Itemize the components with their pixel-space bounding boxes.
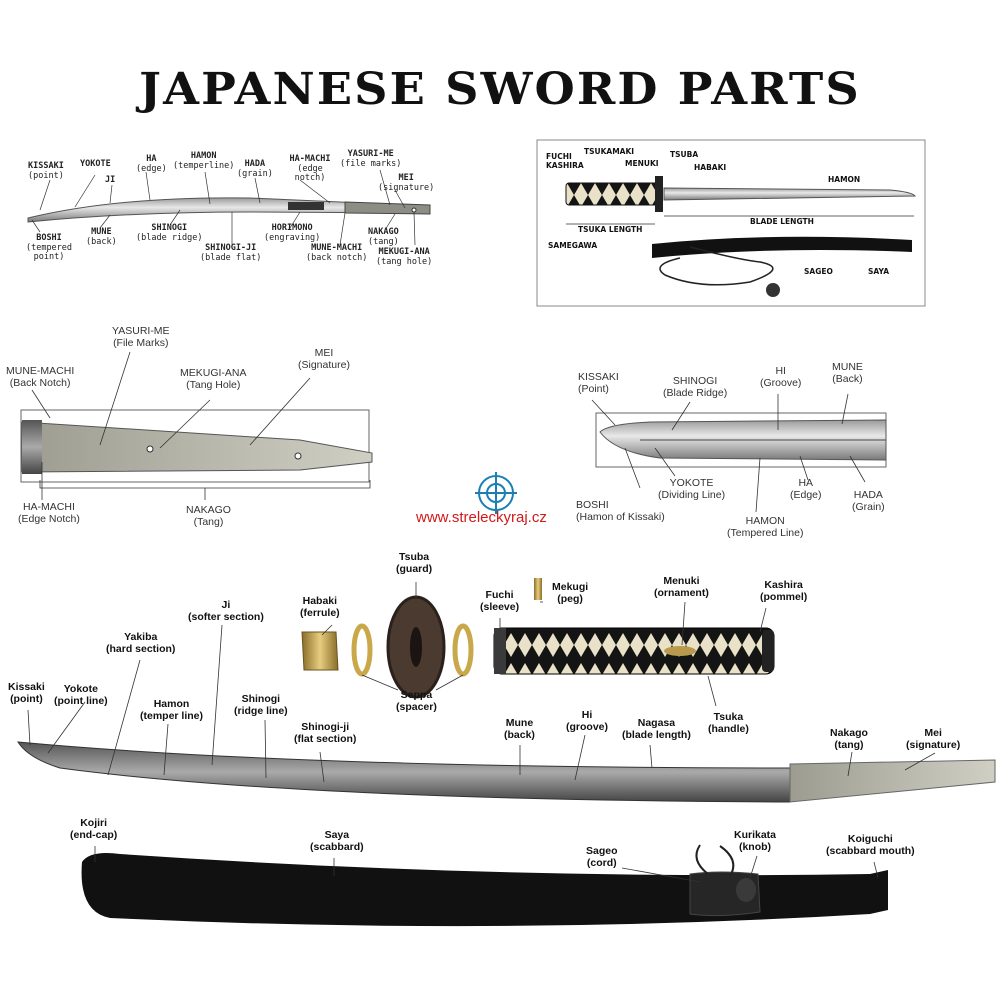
label-ml-ha-machi: HA-MACHI(Edge Notch) [18,501,80,525]
top-right-panel-frame [536,139,926,307]
label-blade-length: BLADE LENGTH [750,217,814,226]
label-b-kurikata: Kurikata(knob) [734,829,777,853]
label-menuki: MENUKI [625,159,659,168]
label-b-shinogi: Shinogi(ridge line) [234,693,288,717]
label-b-saya: Saya(scabbard) [310,829,364,853]
label-tsuba: TSUBA [670,150,699,159]
label-b-kissaki: Kissaki(point) [8,681,45,705]
label-b-ji: Ji(softer section) [188,599,264,623]
label-mei: MEI(signature) [378,173,435,193]
label-mr-mune: MUNE(Back) [832,361,863,385]
middle-left-tang [20,351,373,500]
label-tsuka-length: TSUKA LENGTH [578,225,643,234]
label-nakago: NAKAGO(tang) [368,227,399,247]
label-mune-machi: MUNE-MACHI(back notch) [306,243,368,263]
label-b-nakago: Nakago(tang) [830,727,868,751]
label-hada: HADA(grain) [237,159,273,179]
label-horimono: HORIMONO(engraving) [264,223,321,243]
label-b-shinogi-ji: Shinogi-ji(flat section) [294,721,357,745]
label-b-nagasa: Nagasa(blade length) [622,717,691,741]
label-mr-shinogi: SHINOGI(Blade Ridge) [663,375,728,399]
label-b-mune: Mune(back) [504,717,535,741]
label-b-habaki: Habaki(ferrule) [300,595,340,619]
label-b-yokote: Yokote(point line) [54,683,108,707]
scabbard [81,844,889,927]
label-b-hamon: Hamon(temper line) [140,698,204,722]
label-samegawa: SAMEGAWA [548,241,598,250]
label-saya-tr: SAYA [868,267,890,276]
label-b-seppa: Seppa(spacer) [396,689,437,713]
label-mr-hada: HADA(Grain) [852,489,885,513]
label-fuchi: FUCHI [546,152,572,161]
label-boshi: BOSHI(tempered point) [25,233,73,263]
label-shinogi-ji: SHINOGI-JI(blade flat) [200,243,262,263]
label-mr-kissaki: KISSAKI(Point) [578,371,619,395]
watermark-url: www.streleckyraj.cz [416,509,547,526]
label-b-tsuka: Tsuka(handle) [708,711,749,735]
label-b-hi: Hi(groove) [566,709,608,733]
fittings [301,578,775,707]
label-b-kashira: Kashira(pommel) [760,579,808,603]
label-b-kojiri: Kojiri(end-cap) [70,817,118,841]
label-hamon: HAMON(temperline) [173,151,235,171]
label-b-tsuba: Tsuba(guard) [396,551,433,575]
label-kissaki: KISSAKI(point) [28,161,64,181]
page-title: JAPANESE SWORD PARTS [139,64,861,115]
label-yasuri-me: YASURI-ME(file marks) [340,149,402,169]
label-ha: HA(edge) [136,154,167,174]
label-ml-mune-machi: MUNE-MACHI(Back Notch) [6,365,75,389]
label-b-sageo: Sageo(cord) [586,845,618,869]
label-shinogi: SHINOGI(blade ridge) [136,223,203,243]
middle-right-tip [591,393,887,513]
label-b-koiguchi: Koiguchi(scabbard mouth) [826,833,915,857]
label-mekugi-ana: MEKUGI-ANA(tang hole) [376,247,433,267]
label-ml-mekugi-ana: MEKUGI-ANA(Tang Hole) [180,367,247,391]
label-ji: JI [105,175,116,185]
label-b-mei: Mei(signature) [906,727,961,751]
label-mr-hamon: HAMON(Tempered Line) [727,515,804,539]
top-left-blade [27,169,431,246]
watermark-target-logo [475,472,517,514]
label-habaki: HABAKI [694,163,727,172]
label-hamon-tr: HAMON [828,175,861,184]
label-b-yakiba: Yakiba(hard section) [106,631,176,655]
label-b-menuki: Menuki(ornament) [654,575,709,599]
label-yokote: YOKOTE [80,159,111,169]
label-tsukamaki: TSUKAMAKI [584,147,635,156]
label-ha-machi: HA-MACHI(edge notch) [289,154,331,184]
label-mr-boshi: BOSHI(Hamon of Kissaki) [576,499,665,523]
label-kashira: KASHIRA [546,161,584,170]
label-mr-yokote: YOKOTE(Dividing Line) [658,477,726,501]
label-mr-ha: HA(Edge) [790,477,822,501]
label-ml-yasuri-me: YASURI-ME(File Marks) [112,325,170,349]
label-mune: MUNE(back) [86,227,117,247]
full-blade [17,624,996,803]
label-ml-nakago: NAKAGO(Tang) [186,504,231,528]
label-mr-hi: HI(Groove) [760,365,802,389]
label-b-fuchi: Fuchi(sleeve) [480,589,520,613]
label-b-mekugi: Mekugi(peg) [552,581,589,605]
top-right-sword [565,176,916,297]
label-ml-mei: MEI(Signature) [298,347,350,371]
label-sageo-tr: SAGEO [804,267,833,276]
